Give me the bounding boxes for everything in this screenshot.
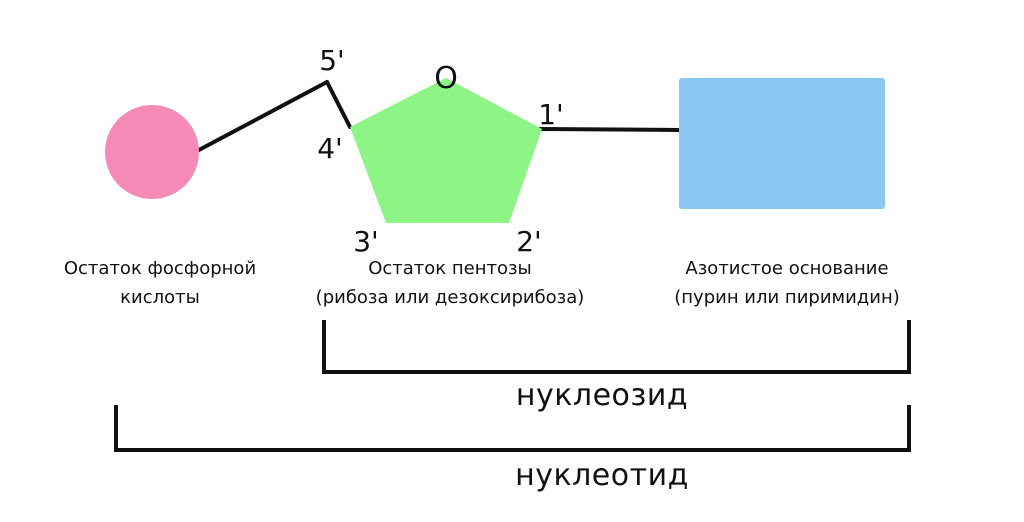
pentose-pentagon: [350, 78, 542, 223]
nucleotide-label: нуклеотид: [515, 458, 689, 493]
carbon-1-label: 1': [538, 98, 564, 131]
pentose-label-line-1: Остаток пентозы: [368, 258, 532, 279]
base-rectangle: [679, 78, 885, 209]
base-label-line-2: (пурин или пиримидин): [674, 287, 900, 308]
phosphate-label-line-2: кислоты: [120, 287, 200, 308]
nucleoside-label: нуклеозид: [515, 378, 689, 413]
carbon-5-label: 5': [319, 44, 345, 77]
nucleoside-bracket: [322, 320, 911, 374]
carbon-4-label: 4': [317, 132, 343, 165]
nucleotide-bracket: [114, 405, 911, 452]
base-label: Азотистое основание (пурин или пиримидин…: [652, 254, 922, 312]
c5-c4-bond: [325, 80, 352, 129]
phosphate-label: Остаток фосфорной кислоты: [40, 254, 280, 312]
phosphate-label-line-1: Остаток фосфорной: [63, 258, 257, 279]
c1-base-bond: [538, 127, 682, 132]
phosphate-circle: [105, 105, 199, 199]
ring-oxygen-label: O: [434, 61, 458, 96]
base-label-line-1: Азотистое основание: [685, 258, 889, 279]
pentose-label: Остаток пентозы (рибоза или дезоксирибоз…: [290, 254, 610, 312]
phosphate-c5-bond: [195, 80, 329, 153]
pentose-label-line-2: (рибоза или дезоксирибоза): [315, 287, 585, 308]
carbon-3-label: 3': [353, 225, 379, 258]
carbon-2-label: 2': [516, 225, 542, 258]
